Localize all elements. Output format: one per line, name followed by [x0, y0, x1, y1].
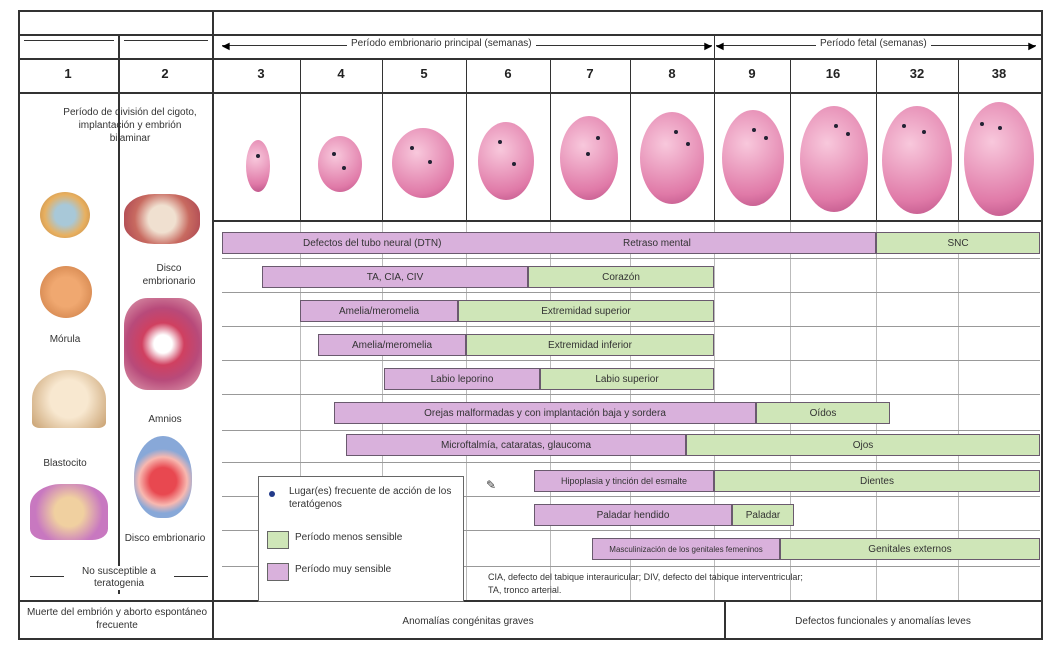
embryo-week4-image	[318, 136, 362, 192]
embryo-week8-image	[640, 112, 704, 204]
embryonic-disc-image	[124, 298, 202, 390]
week-38: 38	[958, 66, 1040, 82]
legend-more-label: Período muy sensible	[295, 564, 391, 575]
bar-ojos: Ojos	[686, 434, 1040, 456]
death-text: Muerte del embrión y aborto espontáneo f…	[26, 606, 208, 632]
legend-dot-label: Lugar(es) frecuente de acción de los ter…	[289, 485, 455, 511]
fetus-week16-image	[800, 106, 868, 212]
bar-microftalmia: Microftalmía, cataratas, glaucoma	[346, 434, 686, 456]
abbreviation-line-1: CIA, defecto del tabique interauricular;…	[488, 572, 1008, 582]
zygote-image	[40, 192, 90, 238]
bar-labio-superior: Labio superior	[540, 368, 714, 390]
bar-paladar-hendido: Paladar hendido	[534, 504, 732, 526]
week-6: 6	[466, 66, 550, 82]
legend-box: Lugar(es) frecuente de acción de los ter…	[258, 476, 464, 602]
left-arrow-line-2	[124, 40, 208, 41]
embryo-week5-image	[392, 128, 454, 198]
bar-orejas: Orejas malformadas y con implantación ba…	[334, 402, 756, 424]
bar-amelia-1: Amelia/meromelia	[300, 300, 458, 322]
row-line	[222, 258, 1040, 259]
retraso-label: Retraso mental	[623, 238, 691, 249]
week-32: 32	[876, 66, 958, 82]
col-line	[630, 58, 631, 220]
legend-more-sensitive-swatch	[267, 563, 289, 581]
pin-icon: ✎	[486, 478, 496, 492]
embryonic-period-arrow: ◀ ▶ Período embrionario principal (seman…	[222, 38, 712, 54]
week-16: 16	[790, 66, 876, 82]
disco-embrionario-label-2: Disco embrionario	[122, 532, 208, 545]
amnios-label: Amnios	[130, 414, 200, 425]
morula-image	[40, 266, 92, 318]
left-arrow-line	[24, 40, 114, 41]
row-line	[222, 394, 1040, 395]
col-line	[714, 34, 715, 220]
week-2: 2	[118, 66, 212, 82]
fetus-week32-image	[882, 106, 952, 214]
row-line	[222, 360, 1040, 361]
footer-line	[18, 600, 1043, 602]
legend-less-label: Período menos sensible	[295, 532, 402, 543]
fetus-week38-image	[964, 102, 1034, 216]
teratogen-site-dot-icon	[269, 491, 275, 497]
week-9: 9	[714, 66, 790, 82]
bar-ext-sup: Extremidad superior	[458, 300, 714, 322]
row-line	[222, 462, 1040, 463]
row-line	[222, 326, 1040, 327]
bar-masculinizacion: Masculinización de los genitales femenin…	[592, 538, 780, 560]
header-line-top	[18, 34, 1043, 36]
bar-corazon: Corazón	[528, 266, 714, 288]
col-line	[300, 58, 301, 220]
embryo-week6-image	[478, 122, 534, 200]
row-line	[222, 292, 1040, 293]
bar-dtn-retraso: Defectos del tubo neural (DTN) Retraso m…	[222, 232, 876, 254]
header-line-bottom	[18, 92, 1043, 94]
disco-embrionario-label-1: Disco embrionario	[134, 262, 204, 288]
bar-snc: SNC	[876, 232, 1040, 254]
header-line-mid	[18, 58, 1043, 60]
dtn-label: Defectos del tubo neural (DTN)	[303, 238, 441, 249]
bar-ta-cia: TA, CIA, CIV	[262, 266, 528, 288]
col-line	[466, 58, 467, 220]
implantation-image	[30, 484, 108, 540]
morula-label: Mórula	[30, 334, 100, 345]
week-5: 5	[382, 66, 466, 82]
bar-labio-leporino: Labio leporino	[384, 368, 540, 390]
bar-amelia-2: Amelia/meromelia	[318, 334, 466, 356]
week-7: 7	[550, 66, 630, 82]
bar-hipoplasia: Hipoplasia y tinción del esmalte	[534, 470, 714, 492]
col-line	[382, 58, 383, 220]
col-line	[876, 58, 877, 220]
fetus-week9-image	[722, 110, 784, 206]
bar-genitales: Genitales externos	[780, 538, 1040, 560]
week-3: 3	[222, 66, 300, 82]
col-line	[958, 58, 959, 220]
bar-ext-inf: Extremidad inferior	[466, 334, 714, 356]
amnion-image	[134, 436, 192, 518]
bar-paladar: Paladar	[732, 504, 794, 526]
divider-left-panel	[212, 10, 214, 640]
division-period-text: Período de división del cigoto, implanta…	[60, 106, 200, 145]
week-4: 4	[300, 66, 382, 82]
week-1: 1	[18, 66, 118, 82]
legend-less-sensitive-swatch	[267, 531, 289, 549]
col-line	[790, 58, 791, 220]
week-8: 8	[630, 66, 714, 82]
embryo-week3-image	[246, 140, 270, 192]
row-line	[222, 430, 1040, 431]
abbreviation-line-2: TA, tronco arterial.	[488, 585, 788, 595]
bilaminar-disc-image	[124, 194, 200, 244]
fetal-period-label: Período fetal (semanas)	[816, 38, 931, 49]
fetal-period-arrow: ◀ ▶ Período fetal (semanas)	[716, 38, 1036, 54]
footer-leves: Defectos funcionales y anomalías leves	[724, 616, 1042, 627]
bar-oidos: Oídos	[756, 402, 890, 424]
blastocito-label: Blastocito	[30, 458, 100, 469]
bar-dientes: Dientes	[714, 470, 1040, 492]
not-susceptible-text: No susceptible a teratogenia	[64, 566, 174, 590]
embryonic-period-label: Período embrionario principal (semanas)	[347, 38, 536, 49]
images-bottom-line	[212, 220, 1043, 222]
blastocyst-image	[32, 370, 106, 428]
footer-grave: Anomalías congénitas graves	[212, 616, 724, 627]
col-line	[550, 58, 551, 220]
embryo-week7-image	[560, 116, 618, 200]
